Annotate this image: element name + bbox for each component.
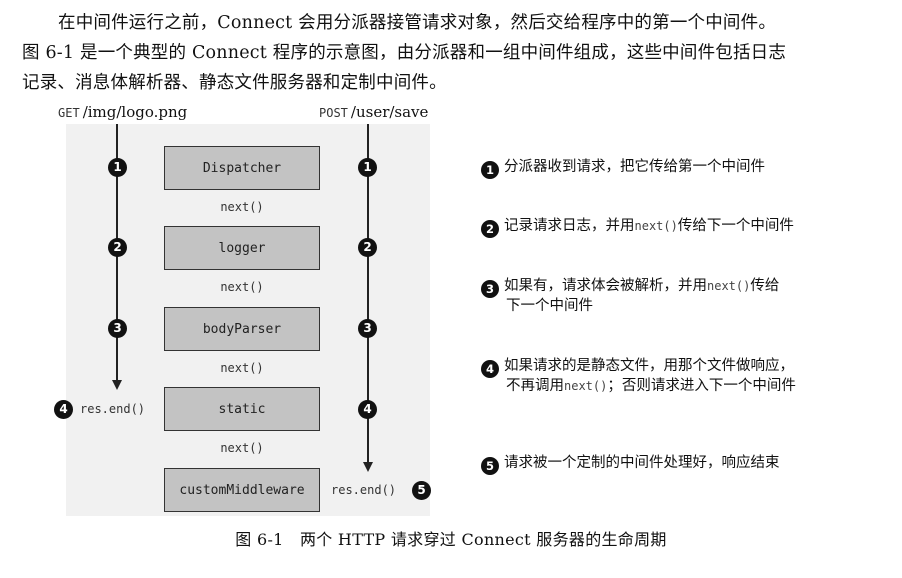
right-request-path: /user/save xyxy=(350,103,429,121)
left-res-end-label: res.end() xyxy=(80,402,146,416)
step-5-marker: 5 xyxy=(481,457,499,475)
left-marker-4: 4 xyxy=(54,400,73,419)
paragraph-line-1: 在中间件运行之前，Connect 会用分派器接管请求对象，然后交给程序中的第一个… xyxy=(58,13,777,33)
step-4-marker: 4 xyxy=(481,360,499,378)
step-1-marker: 1 xyxy=(481,161,499,179)
step-2-text-b: 传给下一个中间件 xyxy=(677,218,794,234)
right-marker-4: 4 xyxy=(358,400,377,419)
bodyparser-box: bodyParser xyxy=(164,307,320,351)
right-request-line xyxy=(367,124,369,464)
next-label-1: next() xyxy=(220,200,264,214)
step-2-text-a: 记录请求日志，并用 xyxy=(504,218,635,234)
static-box: static xyxy=(164,387,320,431)
step-3-text-a: 如果有，请求体会被解析，并用 xyxy=(504,278,707,294)
step-4-text-b: 不再调用 xyxy=(506,378,564,394)
left-arrowhead xyxy=(112,380,122,390)
next-label-4: next() xyxy=(220,441,264,455)
step-1: 1 分派器收到请求，把它传给第一个中间件 xyxy=(481,159,881,179)
step-3-code: next() xyxy=(707,279,751,293)
left-request-method: GET xyxy=(58,106,80,120)
next-label-2: next() xyxy=(220,280,264,294)
step-4-code: next() xyxy=(564,379,608,393)
right-marker-1: 1 xyxy=(358,158,377,177)
right-arrowhead xyxy=(363,462,373,472)
left-request-path: /img/logo.png xyxy=(82,103,188,121)
step-4: 4 如果请求的是静态文件，用那个文件做响应， 不再调用next()；否则请求进入下… xyxy=(481,358,881,395)
next-label-3: next() xyxy=(220,361,264,375)
right-request-label: POST/user/save xyxy=(319,103,428,121)
paragraph-line-2: 图 6-1 是一个典型的 Connect 程序的示意图，由分派器和一组中间件组成… xyxy=(22,43,787,63)
step-5-text: 请求被一个定制的中间件处理好，响应结束 xyxy=(504,455,780,471)
left-marker-1: 1 xyxy=(108,158,127,177)
intro-paragraph: 在中间件运行之前，Connect 会用分派器接管请求对象，然后交给程序中的第一个… xyxy=(22,8,892,98)
figure-caption: 图 6-1 两个 HTTP 请求穿过 Connect 服务器的生命周期 xyxy=(235,530,667,549)
logger-box: logger xyxy=(164,226,320,270)
right-marker-5: 5 xyxy=(412,481,431,500)
step-1-text: 分派器收到请求，把它传给第一个中间件 xyxy=(504,159,765,175)
step-3-text-line2: 下一个中间件 xyxy=(506,298,593,314)
step-4-text-a: 如果请求的是静态文件，用那个文件做响应， xyxy=(504,358,794,374)
right-res-end-label: res.end() xyxy=(331,483,397,497)
paragraph-line-3: 记录、消息体解析器、静态文件服务器和定制中间件。 xyxy=(22,73,447,93)
step-2: 2 记录请求日志，并用next()传给下一个中间件 xyxy=(481,218,881,238)
custom-middleware-box: customMiddleware xyxy=(164,468,320,512)
step-2-marker: 2 xyxy=(481,220,499,238)
left-marker-3: 3 xyxy=(108,319,127,338)
step-3-text-b: 传给 xyxy=(750,278,780,294)
step-3-marker: 3 xyxy=(481,280,499,298)
step-5: 5 请求被一个定制的中间件处理好，响应结束 xyxy=(481,455,881,475)
right-request-method: POST xyxy=(319,106,348,120)
right-marker-3: 3 xyxy=(358,319,377,338)
step-3: 3 如果有，请求体会被解析，并用next()传给 下一个中间件 xyxy=(481,278,881,315)
left-marker-2: 2 xyxy=(108,238,127,257)
step-2-code: next() xyxy=(634,219,678,233)
dispatcher-box: Dispatcher xyxy=(164,146,320,190)
step-4-text-c: ；否则请求进入下一个中间件 xyxy=(607,378,796,394)
right-marker-2: 2 xyxy=(358,238,377,257)
left-request-label: GET/img/logo.png xyxy=(58,103,187,121)
